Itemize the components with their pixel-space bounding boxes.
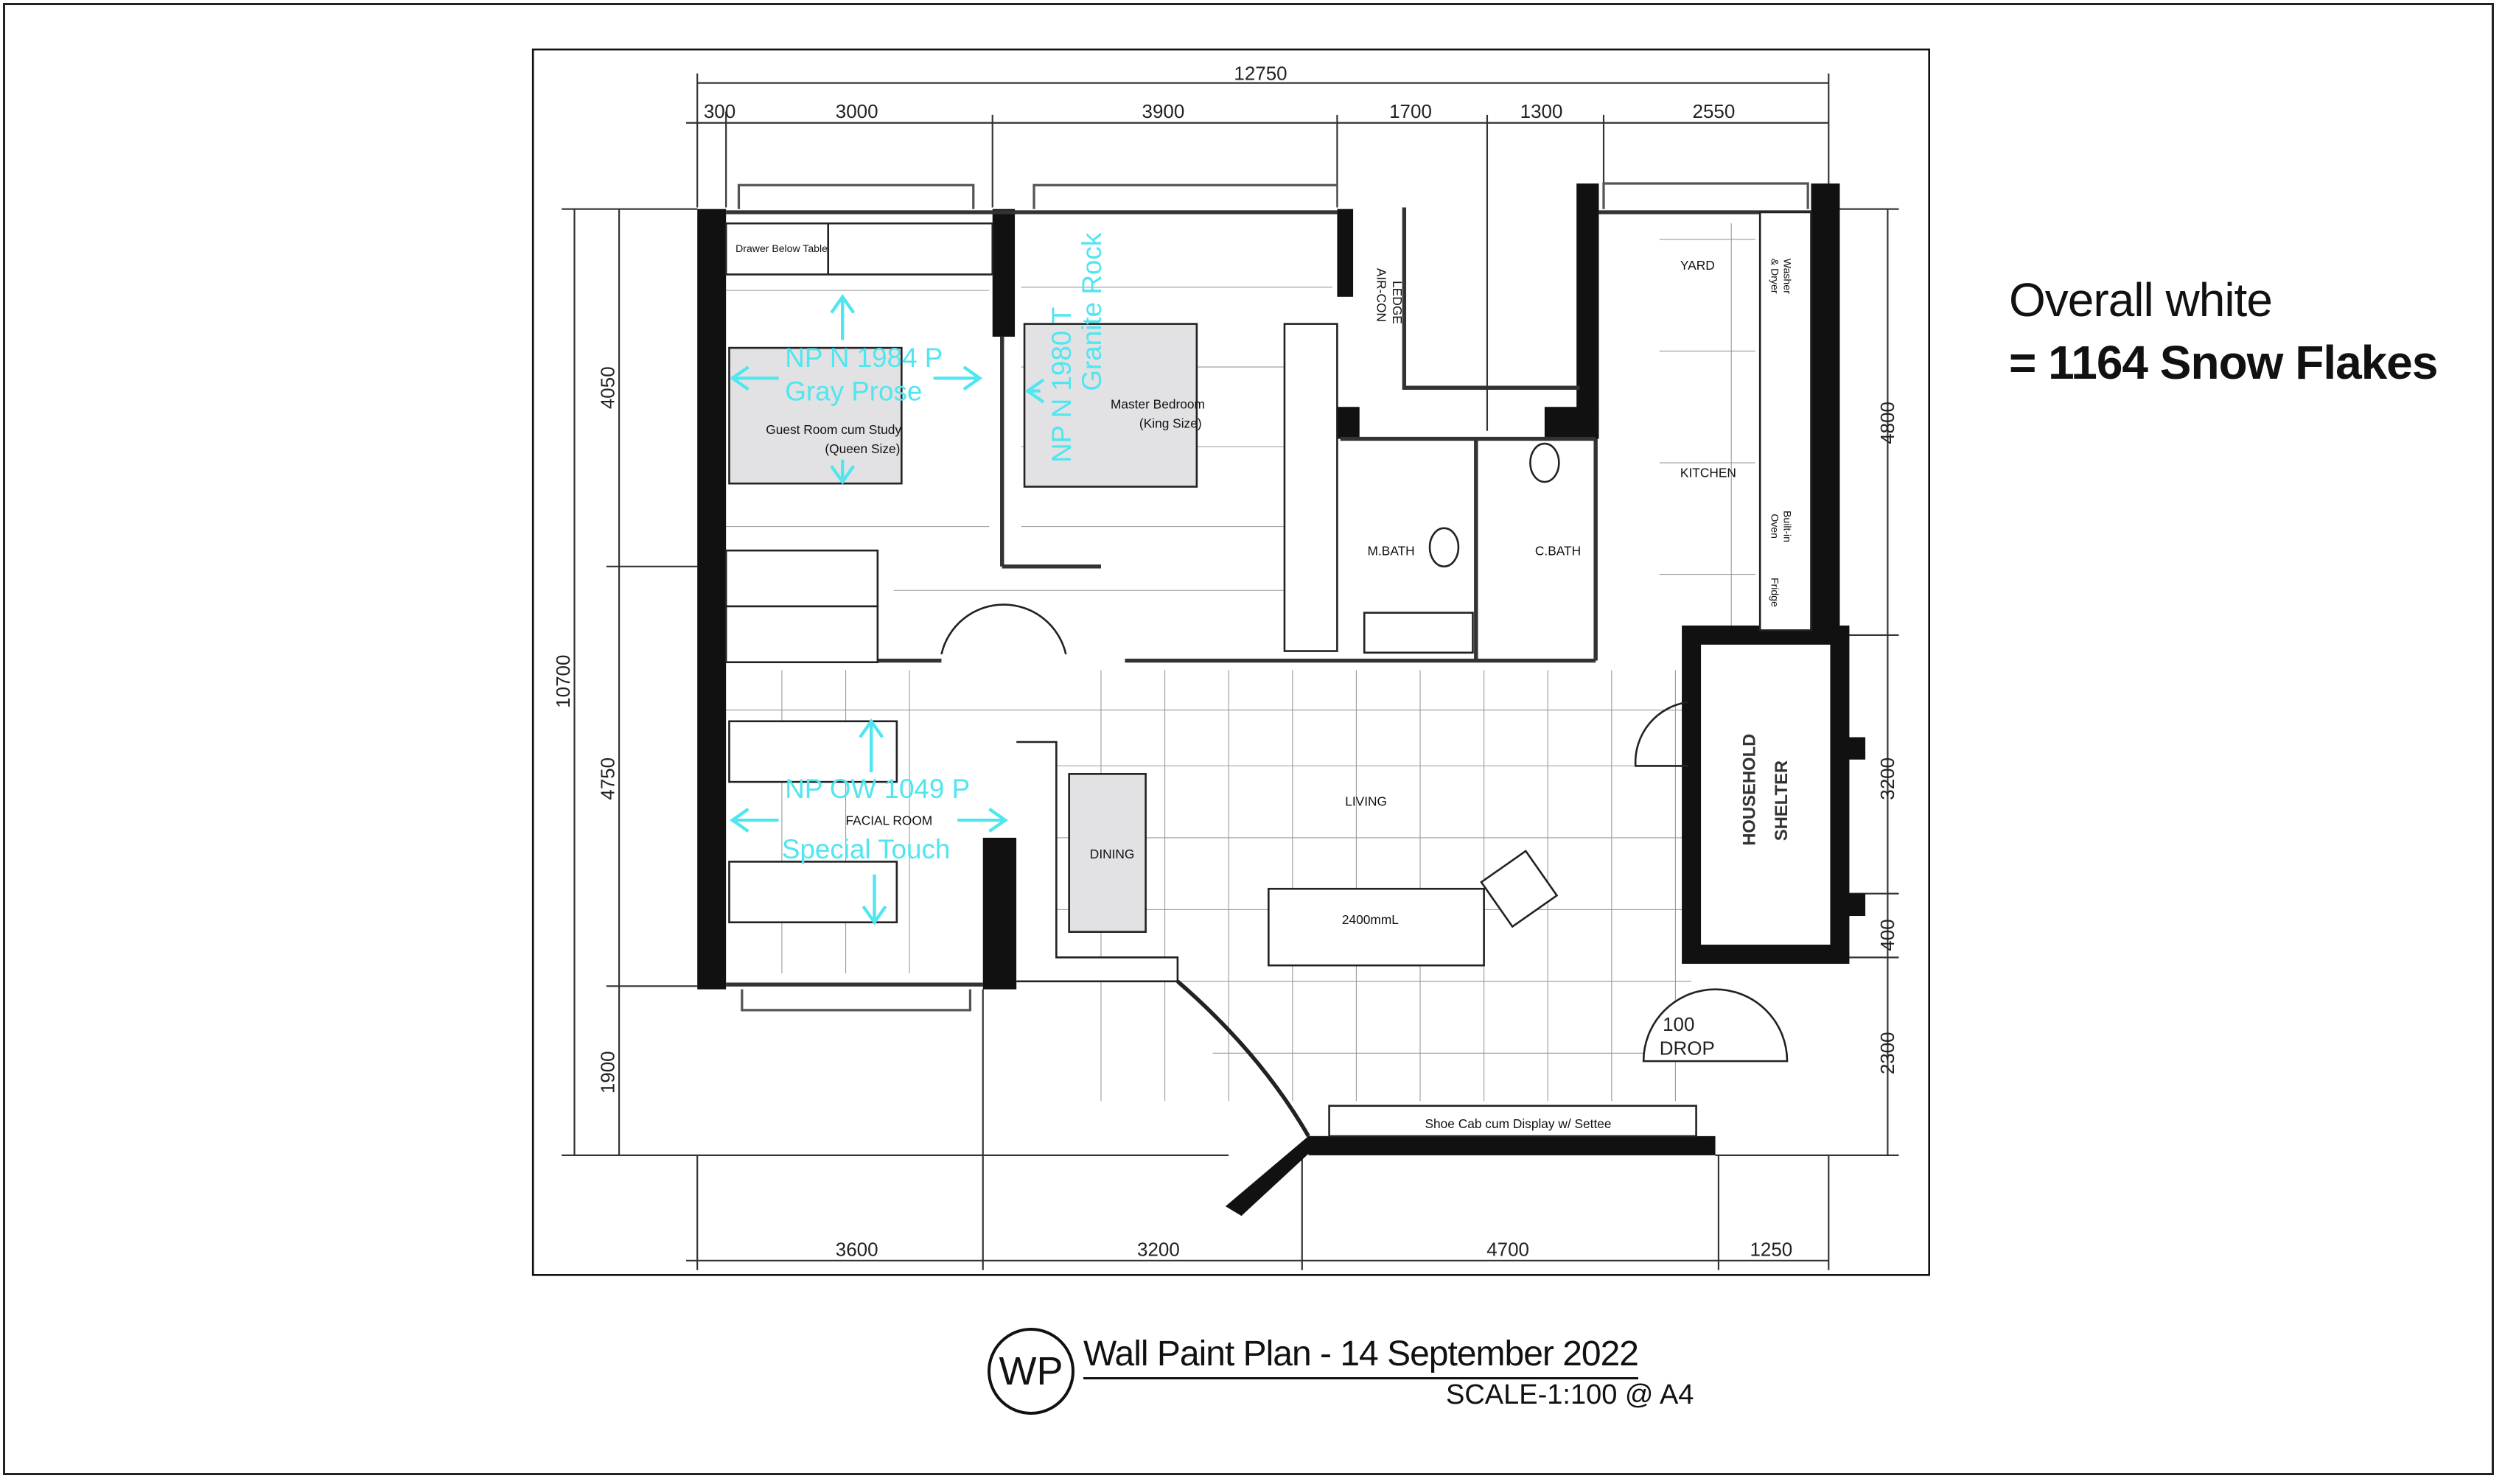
arrow-up-icon xyxy=(830,294,856,340)
arrow-down-icon xyxy=(830,459,856,485)
label-yard: YARD xyxy=(1680,258,1715,273)
arrow-left-icon xyxy=(1024,378,1045,404)
label-master-bedroom: Master Bedroom xyxy=(1111,396,1205,411)
overall-note-line1: Overall white xyxy=(2009,273,2273,326)
paint-master-name: Granite Rock xyxy=(1077,232,1107,391)
label-shoe-cabinet: Shoe Cab cum Display w/ Settee xyxy=(1425,1116,1612,1131)
wall-arrows xyxy=(730,294,1045,925)
paint-master-code: NP N 1980 T xyxy=(1046,307,1077,463)
label-cbath: C.BATH xyxy=(1535,544,1581,559)
armchair xyxy=(1480,850,1559,928)
main-door-arc xyxy=(1176,979,1310,1138)
label-built-in: Built-in xyxy=(1782,511,1794,542)
label-guest-bed: (Queen Size) xyxy=(825,441,900,456)
dim-top-2: 3000 xyxy=(836,100,878,122)
wardrobe-2 xyxy=(724,605,879,664)
paint-facial-name: Special Touch xyxy=(782,834,950,864)
dim-right-4: 2300 xyxy=(1876,1032,1898,1074)
dim-bottom-1: 3600 xyxy=(836,1238,878,1260)
windows xyxy=(737,182,1809,1012)
dim-bottom-2: 3200 xyxy=(1137,1238,1180,1260)
dining-table xyxy=(1068,773,1147,934)
arrow-right-icon xyxy=(933,365,983,391)
label-facial-room: FACIAL ROOM xyxy=(846,813,933,828)
dimension-lines xyxy=(562,73,1899,1270)
label-washer: Washer xyxy=(1782,259,1794,294)
wardrobe-1 xyxy=(724,549,879,608)
label-fridge: Fridge xyxy=(1769,578,1781,607)
label-household: HOUSEHOLD xyxy=(1740,734,1760,846)
arrow-right-icon xyxy=(957,808,1008,833)
dim-right-2: 3200 xyxy=(1876,757,1898,800)
dim-bottom-3: 4700 xyxy=(1486,1238,1529,1260)
wardrobe-master xyxy=(1283,323,1338,652)
dim-left-total: 10700 xyxy=(552,655,574,708)
dim-top-1: 300 xyxy=(704,100,735,122)
dim-top-3: 3900 xyxy=(1142,100,1185,122)
dim-right-3: 400 xyxy=(1876,919,1898,951)
door-swing-drop xyxy=(1642,988,1789,1063)
facial-bed-2 xyxy=(728,861,898,924)
arrow-left-icon xyxy=(730,365,779,391)
label-shelter: SHELTER xyxy=(1772,760,1792,841)
arrow-left-icon xyxy=(730,808,779,833)
label-guest-room: Guest Room cum Study xyxy=(766,422,901,437)
wp-badge: WP xyxy=(988,1328,1074,1415)
dim-bottom-4: 1250 xyxy=(1750,1238,1792,1260)
label-aircon: AIR-CON xyxy=(1374,268,1389,322)
plan-title: Wall Paint Plan - 14 September 2022 xyxy=(1083,1334,1639,1379)
label-kitchen: KITCHEN xyxy=(1680,466,1736,480)
dim-right-1: 4800 xyxy=(1876,402,1898,444)
dim-left-1: 4050 xyxy=(597,366,619,409)
paint-facial-code: NP OW 1049 P xyxy=(785,774,970,804)
label-mbath: M.BATH xyxy=(1368,544,1415,559)
label-drawer: Drawer Below Table xyxy=(735,242,828,254)
label-drop-100: 100 xyxy=(1663,1013,1694,1035)
dim-top-4: 1700 xyxy=(1389,100,1432,122)
paint-guest-code: NP N 1984 P xyxy=(785,343,943,373)
door-swing-main xyxy=(940,603,1067,655)
paint-guest-name: Gray Prose xyxy=(785,377,922,407)
wp-badge-text: WP xyxy=(999,1349,1063,1393)
walls xyxy=(697,183,1866,1217)
sofa xyxy=(1268,887,1485,967)
kitchen-counter xyxy=(1758,211,1812,631)
label-drop: DROP xyxy=(1660,1037,1715,1059)
label-dining: DINING xyxy=(1090,847,1135,861)
dim-top-total: 12750 xyxy=(1234,62,1287,84)
label-dryer: & Dryer xyxy=(1769,259,1781,294)
toilet-cbath xyxy=(1529,442,1560,483)
label-living: LIVING xyxy=(1345,794,1387,809)
dim-top-5: 1300 xyxy=(1520,100,1563,122)
page-frame xyxy=(3,3,2494,1475)
toilet-mbath xyxy=(1428,527,1460,568)
drawer-table xyxy=(724,222,994,276)
bathtub xyxy=(1363,612,1474,654)
label-ledge: LEDGE xyxy=(1390,281,1405,324)
dim-top-6: 2550 xyxy=(1693,100,1736,122)
overall-note-line2: = 1164 Snow Flakes xyxy=(2009,336,2438,389)
dim-left-3: 1900 xyxy=(597,1051,619,1093)
plan-frame xyxy=(531,48,1931,1276)
floor-tile-grid xyxy=(726,223,1755,1102)
facial-bed-1 xyxy=(728,720,898,783)
shoe-cabinet xyxy=(1328,1105,1697,1138)
arrow-up-icon xyxy=(859,718,884,773)
dim-left-2: 4750 xyxy=(597,757,619,800)
door-swing-shelter xyxy=(1634,701,1688,767)
label-sofa: 2400mmL xyxy=(1342,912,1399,927)
furniture xyxy=(724,211,1812,1138)
label-oven: Oven xyxy=(1769,514,1781,539)
label-master-bed: (King Size) xyxy=(1139,416,1202,430)
master-bed xyxy=(1023,323,1198,488)
plan-scale: SCALE-1:100 @ A4 xyxy=(1446,1379,1694,1410)
guest-bed xyxy=(728,346,903,485)
arrow-down-icon xyxy=(862,874,887,925)
